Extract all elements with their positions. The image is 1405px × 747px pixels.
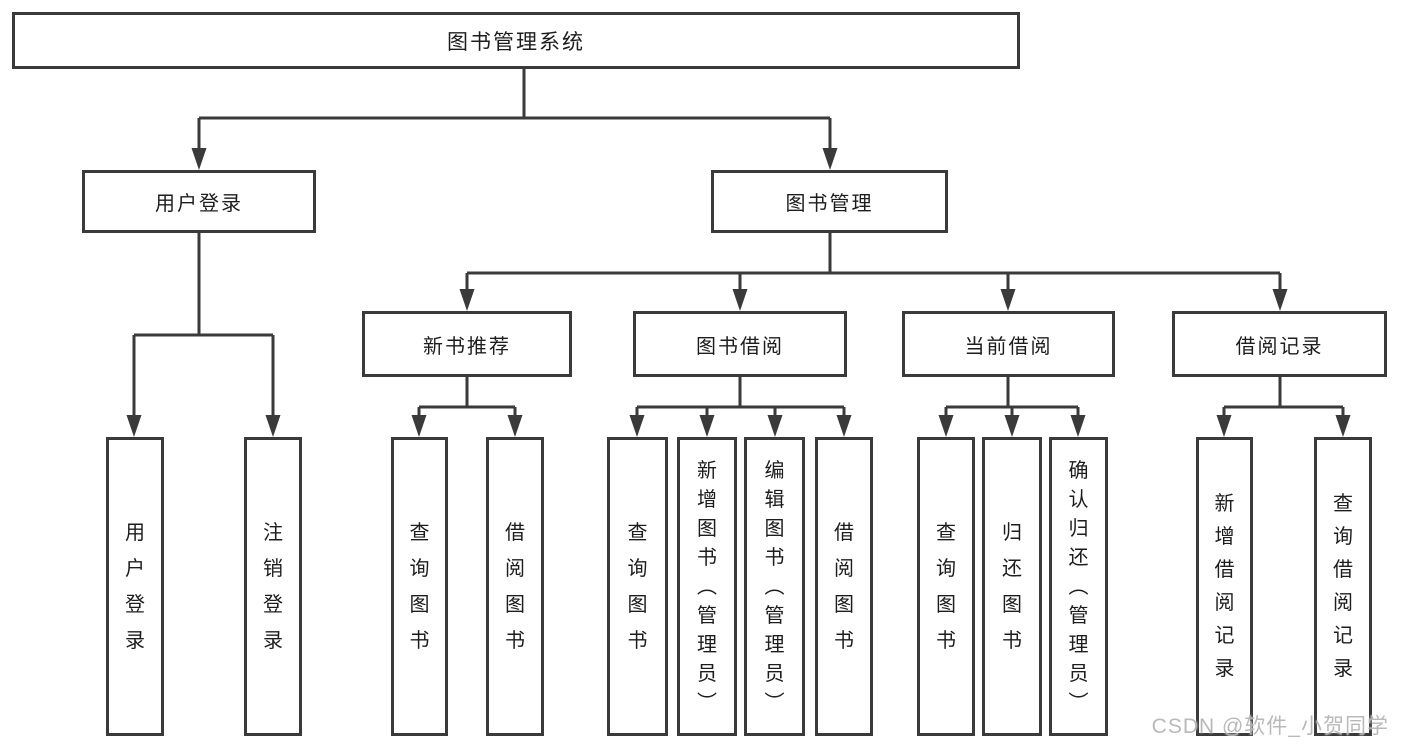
leaf-add-books-admin: 新增图书︵管理员︶ <box>677 437 737 736</box>
leaf-return-books: 归还图书 <box>982 437 1042 736</box>
leaf-query-books-3-label: 查询图书 <box>936 521 956 652</box>
leaf-logout-label: 注销登录 <box>263 521 283 652</box>
node-book-management-label: 图书管理 <box>785 193 874 215</box>
node-user-login: 用户登录 <box>82 170 316 233</box>
node-current-borrow-label: 当前借阅 <box>964 335 1053 358</box>
node-library-system-label: 图书管理系统 <box>447 30 585 54</box>
leaf-borrow-books-1-label: 借阅图书 <box>505 521 525 652</box>
leaf-query-books-1-label: 查询图书 <box>409 521 430 652</box>
leaf-query-books-2-label: 查询图书 <box>627 521 648 652</box>
leaf-add-borrow-record-label: 新增借阅记录 <box>1214 493 1235 680</box>
node-borrow-records-label: 借阅记录 <box>1235 335 1324 358</box>
node-library-system: 图书管理系统 <box>12 12 1020 69</box>
node-book-borrow: 图书借阅 <box>633 311 847 377</box>
node-book-borrow-label: 图书借阅 <box>696 335 784 358</box>
leaf-query-books-1: 查询图书 <box>391 437 448 736</box>
leaf-logout: 注销登录 <box>244 437 302 736</box>
leaf-return-books-label: 归还图书 <box>1002 521 1022 652</box>
node-new-book-recommend-label: 新书推荐 <box>423 335 511 358</box>
leaf-borrow-books-1: 借阅图书 <box>486 437 544 736</box>
leaf-confirm-return-admin: 确认归还︵管理员︶ <box>1049 437 1108 736</box>
leaf-user-login: 用户登录 <box>106 437 164 736</box>
node-user-login-label: 用户登录 <box>155 193 243 215</box>
leaf-add-books-admin-label: 新增图书︵管理员︶ <box>697 459 717 714</box>
leaf-query-books-3: 查询图书 <box>917 437 975 736</box>
leaf-borrow-books-2-label: 借阅图书 <box>834 521 854 652</box>
leaf-add-borrow-record: 新增借阅记录 <box>1196 437 1253 736</box>
leaf-confirm-return-admin-label: 确认归还︵管理员︶ <box>1068 459 1089 714</box>
leaf-user-login-label: 用户登录 <box>125 521 145 652</box>
leaf-query-books-2: 查询图书 <box>607 437 668 736</box>
watermark: CSDN @软件_小贺同学 <box>1151 715 1389 738</box>
leaf-borrow-books-2: 借阅图书 <box>815 437 873 736</box>
leaf-query-borrow-record-label: 查询借阅记录 <box>1333 493 1353 680</box>
leaf-edit-books-admin-label: 编辑图书︵管理员︶ <box>764 459 785 714</box>
node-borrow-records: 借阅记录 <box>1172 311 1387 377</box>
node-current-borrow: 当前借阅 <box>902 311 1115 377</box>
leaf-edit-books-admin: 编辑图书︵管理员︶ <box>744 437 805 736</box>
node-new-book-recommend: 新书推荐 <box>362 311 572 377</box>
node-book-management: 图书管理 <box>711 170 948 233</box>
leaf-query-borrow-record: 查询借阅记录 <box>1314 437 1372 736</box>
